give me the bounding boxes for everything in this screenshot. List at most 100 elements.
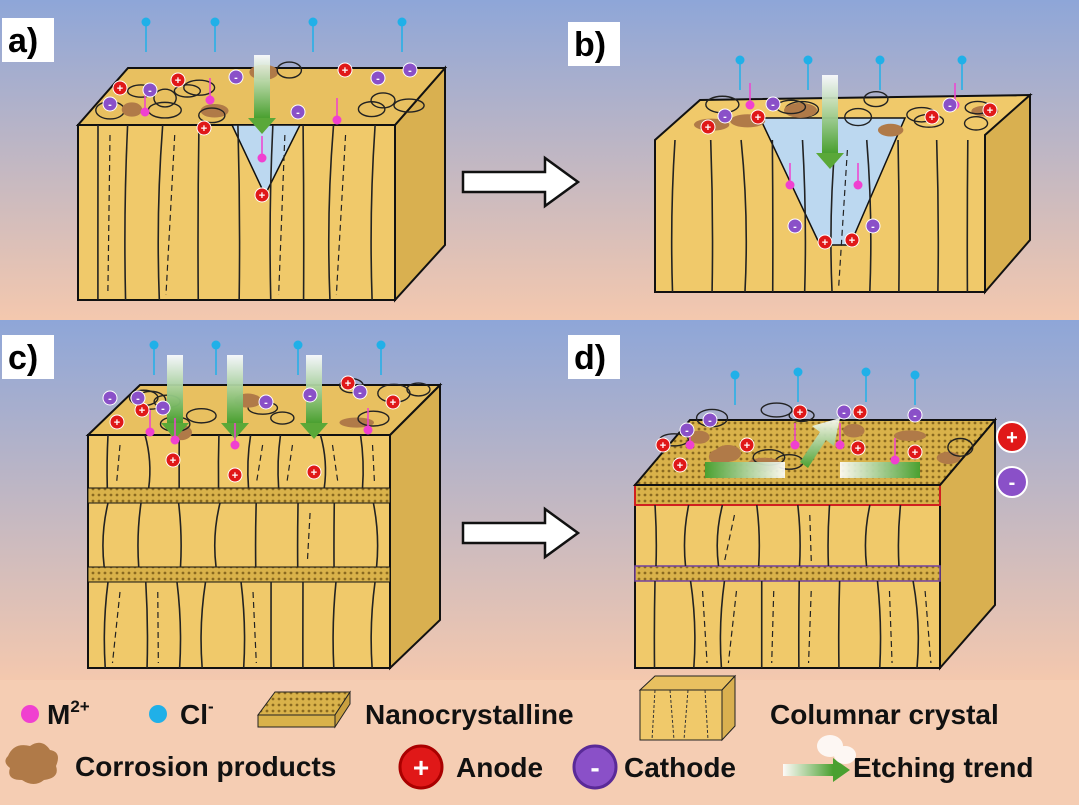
corrosion-products-icon bbox=[5, 742, 59, 784]
legend-nanocrystalline: Nanocrystalline bbox=[365, 699, 574, 730]
cl-ion bbox=[211, 340, 221, 350]
anode-site bbox=[700, 119, 716, 135]
etching-arrow-up bbox=[800, 418, 840, 468]
grain-boundary bbox=[176, 581, 182, 669]
m2-ion bbox=[363, 425, 373, 435]
surface-grain bbox=[270, 411, 295, 425]
anode-site bbox=[170, 72, 186, 88]
anode-site bbox=[165, 452, 181, 468]
cathode-site bbox=[370, 70, 386, 86]
cathode-marker bbox=[996, 466, 1028, 498]
grain-boundary bbox=[654, 504, 658, 567]
subgrain-boundary bbox=[724, 514, 736, 562]
m2-ion bbox=[205, 95, 215, 105]
grain-boundary bbox=[719, 580, 726, 669]
anode-site bbox=[982, 102, 998, 118]
cathode-site bbox=[142, 82, 158, 98]
etching-arrow bbox=[227, 355, 243, 423]
cl-ion bbox=[793, 367, 803, 377]
surface-grain bbox=[276, 61, 303, 79]
cathode-site bbox=[836, 404, 852, 420]
grain-boundary bbox=[689, 580, 696, 669]
cathode-symbol: - bbox=[1009, 472, 1016, 494]
charge-symbol: + bbox=[855, 443, 861, 455]
anode-site bbox=[850, 440, 866, 456]
grain-boundary bbox=[359, 434, 364, 489]
grain-boundary bbox=[865, 139, 872, 293]
panel-c bbox=[85, 377, 443, 671]
charge-symbol: + bbox=[342, 65, 348, 77]
grain-boundary bbox=[912, 580, 920, 669]
grain-boundary bbox=[103, 581, 109, 669]
columnar-crystal-icon bbox=[638, 674, 737, 742]
charge-symbol: - bbox=[771, 99, 775, 111]
panel-a bbox=[75, 61, 448, 303]
subgrain-boundary bbox=[111, 591, 121, 664]
surface-grain bbox=[844, 107, 873, 127]
grain-boundary bbox=[897, 504, 902, 567]
cl-ion bbox=[803, 55, 813, 65]
etching-arrow bbox=[167, 355, 183, 423]
subgrain-boundary bbox=[807, 590, 812, 664]
grain-boundary bbox=[197, 124, 200, 301]
nanocrystalline-icon bbox=[257, 690, 351, 729]
charge-symbol: - bbox=[708, 415, 712, 427]
m2-ion bbox=[257, 153, 267, 163]
svg-text:c): c) bbox=[8, 339, 38, 377]
corrosion-product bbox=[936, 451, 961, 465]
subgrain-boundary bbox=[278, 134, 286, 296]
anode-site bbox=[655, 437, 671, 453]
legend-cathode: Cathode bbox=[624, 752, 736, 783]
cathode-site bbox=[679, 422, 695, 438]
m2-ion bbox=[685, 440, 695, 450]
svg-text:b): b) bbox=[574, 26, 606, 64]
anode-site bbox=[852, 404, 868, 420]
anode-site bbox=[844, 232, 860, 248]
surface-grain bbox=[198, 107, 226, 124]
charge-symbol: - bbox=[408, 65, 412, 77]
cl-ion bbox=[149, 340, 159, 350]
grain-boundary bbox=[157, 124, 164, 301]
subgrain-boundary bbox=[335, 134, 347, 296]
corrosion-product bbox=[714, 444, 742, 462]
cl-ion bbox=[957, 55, 967, 65]
corrosion-product bbox=[121, 102, 143, 117]
m2-ion bbox=[332, 115, 342, 125]
panel-label-d: d) bbox=[568, 335, 620, 379]
cathode-site bbox=[102, 390, 118, 406]
charge-symbol: - bbox=[842, 407, 846, 419]
charge-symbol: + bbox=[857, 407, 863, 419]
charge-symbol: + bbox=[345, 378, 351, 390]
anode-symbol: + bbox=[1006, 427, 1018, 449]
etching-arrow-right bbox=[840, 462, 920, 478]
grain-boundary bbox=[247, 434, 252, 489]
charge-symbol: + bbox=[114, 417, 120, 429]
charge-symbol: + bbox=[170, 455, 176, 467]
charge-symbol: + bbox=[744, 440, 750, 452]
charge-symbol: - bbox=[913, 410, 917, 422]
cathode-icon-symbol: - bbox=[590, 752, 599, 783]
cl-ion bbox=[210, 17, 220, 27]
cathode-site bbox=[787, 218, 803, 234]
surface-grain bbox=[153, 88, 177, 108]
anode-site bbox=[385, 394, 401, 410]
charge-symbol: - bbox=[723, 111, 727, 123]
grain-boundary bbox=[327, 124, 335, 301]
charge-symbol: - bbox=[358, 387, 362, 399]
grain-boundary bbox=[237, 124, 241, 301]
charge-symbol: - bbox=[234, 72, 238, 84]
grain-boundary bbox=[177, 502, 182, 568]
cathode-icon bbox=[572, 744, 618, 790]
panel-label-b: b) bbox=[568, 22, 620, 66]
grain-boundary bbox=[106, 434, 109, 489]
anode-site bbox=[306, 464, 322, 480]
cathode-site bbox=[258, 394, 274, 410]
surface-grain bbox=[963, 116, 989, 131]
grain-boundary bbox=[801, 139, 807, 293]
grain-boundary bbox=[213, 502, 221, 568]
anode-icon-symbol: + bbox=[413, 752, 429, 783]
charge-symbol: + bbox=[201, 123, 207, 135]
panel-b bbox=[654, 90, 1033, 295]
cathode-site bbox=[302, 387, 318, 403]
